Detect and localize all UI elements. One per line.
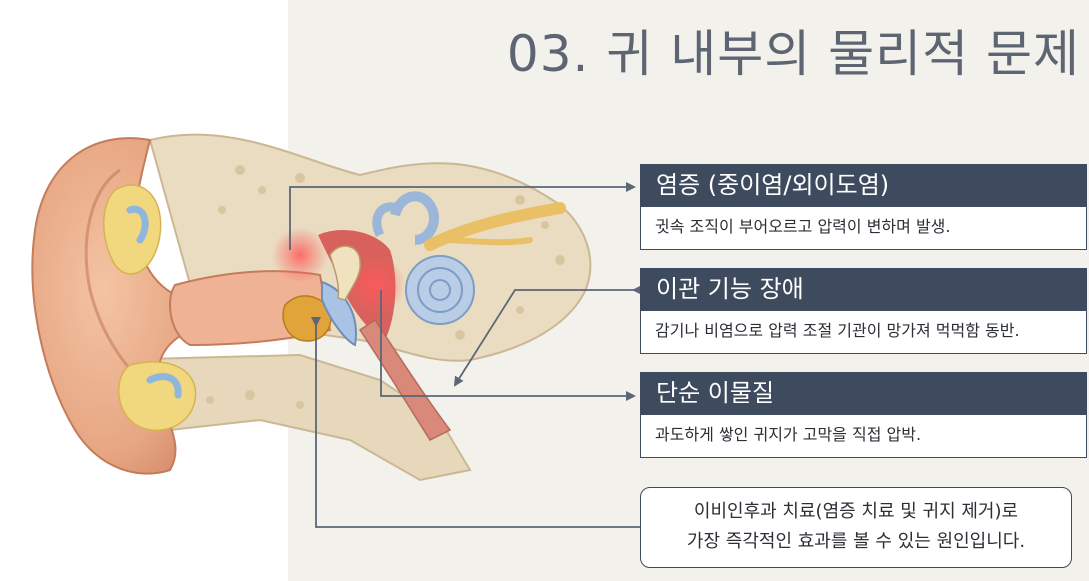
blue-vessel-1 (126, 205, 149, 244)
summary-line-1: 이비인후과 치료(염증 치료 및 귀지 제거)로 (693, 501, 1019, 522)
connector-foreign-body (380, 290, 636, 401)
eustachian-tube (358, 318, 452, 441)
card-description: 감기나 비염으로 압력 조절 기관이 망가져 먹먹함 동반. (640, 311, 1087, 354)
ossicles (329, 245, 361, 301)
card-description: 귓속 조직이 부어오르고 압력이 변하며 발생. (640, 207, 1087, 250)
auricle (31, 137, 212, 475)
inflammation-glow-outer (272, 227, 328, 283)
page-title: 03. 귀 내부의 물리적 문제 (506, 25, 1080, 83)
summary-line-2: 가장 즉각적인 효과를 볼 수 있는 원인입니다. (686, 531, 1026, 552)
card-inflammation: 염증 (중이염/외이도염) 귓속 조직이 부어오르고 압력이 변하며 발생. (640, 164, 1087, 250)
connector-eustachian (453, 285, 642, 387)
connector-inflammation (289, 182, 636, 250)
card-heading: 이관 기능 장애 (640, 268, 1087, 311)
summary-box: 이비인후과 치료(염증 치료 및 귀지 제거)로 가장 즉각적인 효과를 볼 수… (640, 487, 1072, 568)
card-heading: 염증 (중이염/외이도염) (640, 164, 1087, 207)
auricle-fold (84, 168, 142, 382)
card-eustachian-dysfunction: 이관 기능 장애 감기나 비염으로 압력 조절 기관이 망가져 먹먹함 동반. (640, 268, 1087, 354)
auditory-nerve-branch (437, 237, 533, 246)
cartilage-lower (118, 361, 197, 431)
cartilage-upper (103, 184, 162, 275)
ear-wax (282, 295, 332, 342)
card-description: 과도하게 쌓인 귀지가 고막을 직접 압박. (640, 415, 1087, 458)
blue-vessel-2 (146, 373, 182, 399)
card-foreign-body: 단순 이물질 과도하게 쌓인 귀지가 고막을 직접 압박. (640, 372, 1087, 458)
connector-summary (311, 317, 640, 528)
card-heading: 단순 이물질 (640, 372, 1087, 415)
